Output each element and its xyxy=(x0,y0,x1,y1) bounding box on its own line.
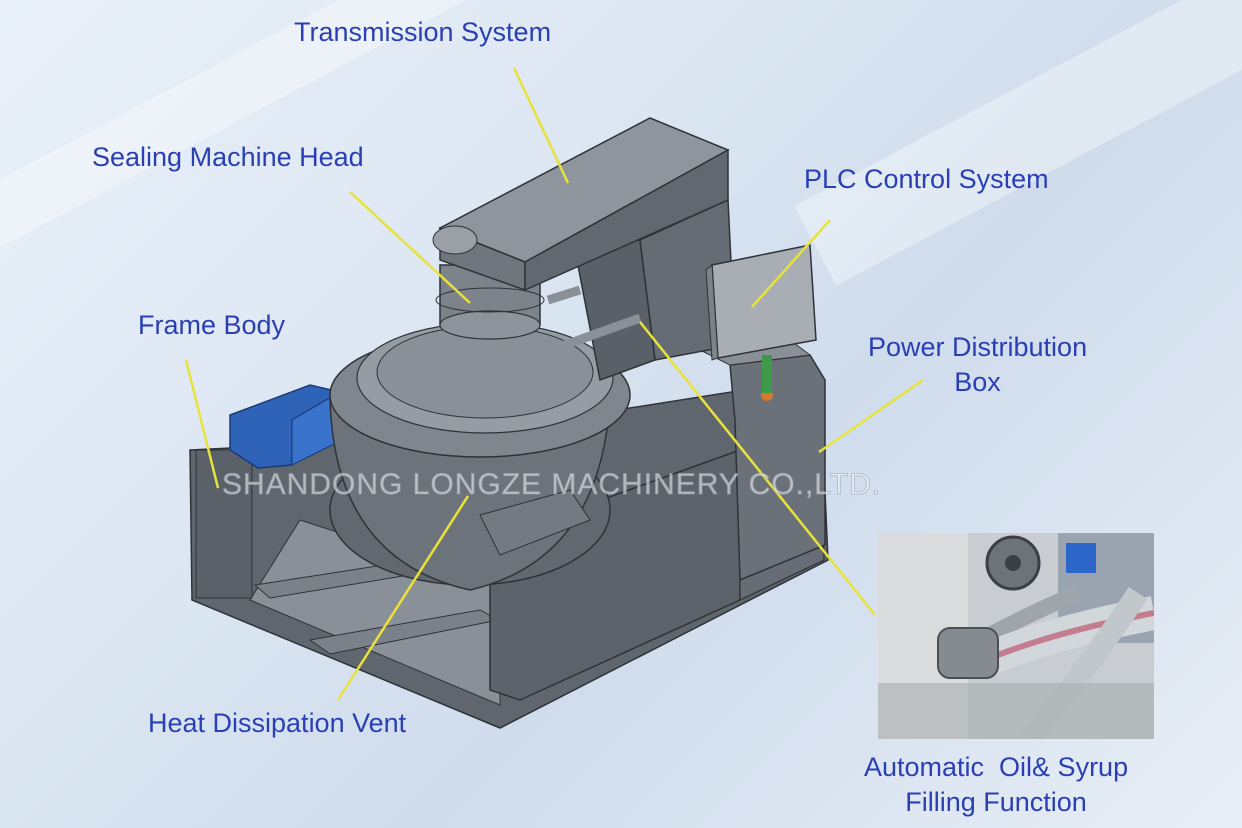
label-power-line2: Box xyxy=(954,367,1001,398)
leader-frame-body xyxy=(184,359,220,489)
label-power-distribution-box: Power Distribution Box xyxy=(868,330,1087,400)
leader-filling xyxy=(639,321,876,616)
leader-heat-vent xyxy=(336,495,470,701)
leader-power-box xyxy=(818,378,924,454)
stirring-rod xyxy=(563,313,642,350)
kettle-bowl xyxy=(329,322,631,591)
blue-chute xyxy=(229,384,343,469)
label-transmission-system: Transmission System xyxy=(294,17,552,47)
leader-transmission xyxy=(512,67,570,184)
label-filling-line1: Automatic Oil& Syrup xyxy=(864,752,1129,782)
transmission-arm xyxy=(432,117,730,292)
label-power-line1: Power Distribution xyxy=(868,332,1088,362)
label-filling-function: Automatic Oil& Syrup Filling Function xyxy=(864,750,1128,820)
plc-panel xyxy=(705,244,817,361)
watermark: SHANDONG LONGZE MACHINERY CO.,LTD. xyxy=(221,468,882,502)
label-heat-dissipation-vent: Heat Dissipation Vent xyxy=(148,708,407,738)
label-plc-control-system: PLC Control System xyxy=(804,164,1049,194)
filling-photo xyxy=(878,533,1154,739)
leader-plc xyxy=(751,219,831,308)
label-sealing-machine-head: Sealing Machine Head xyxy=(92,142,364,172)
label-frame-body: Frame Body xyxy=(138,310,286,340)
stirring-rod xyxy=(546,285,582,305)
leader-sealing-head xyxy=(349,191,471,304)
leader-lines xyxy=(184,67,924,701)
label-filling-line2: Filling Function xyxy=(905,787,1087,818)
